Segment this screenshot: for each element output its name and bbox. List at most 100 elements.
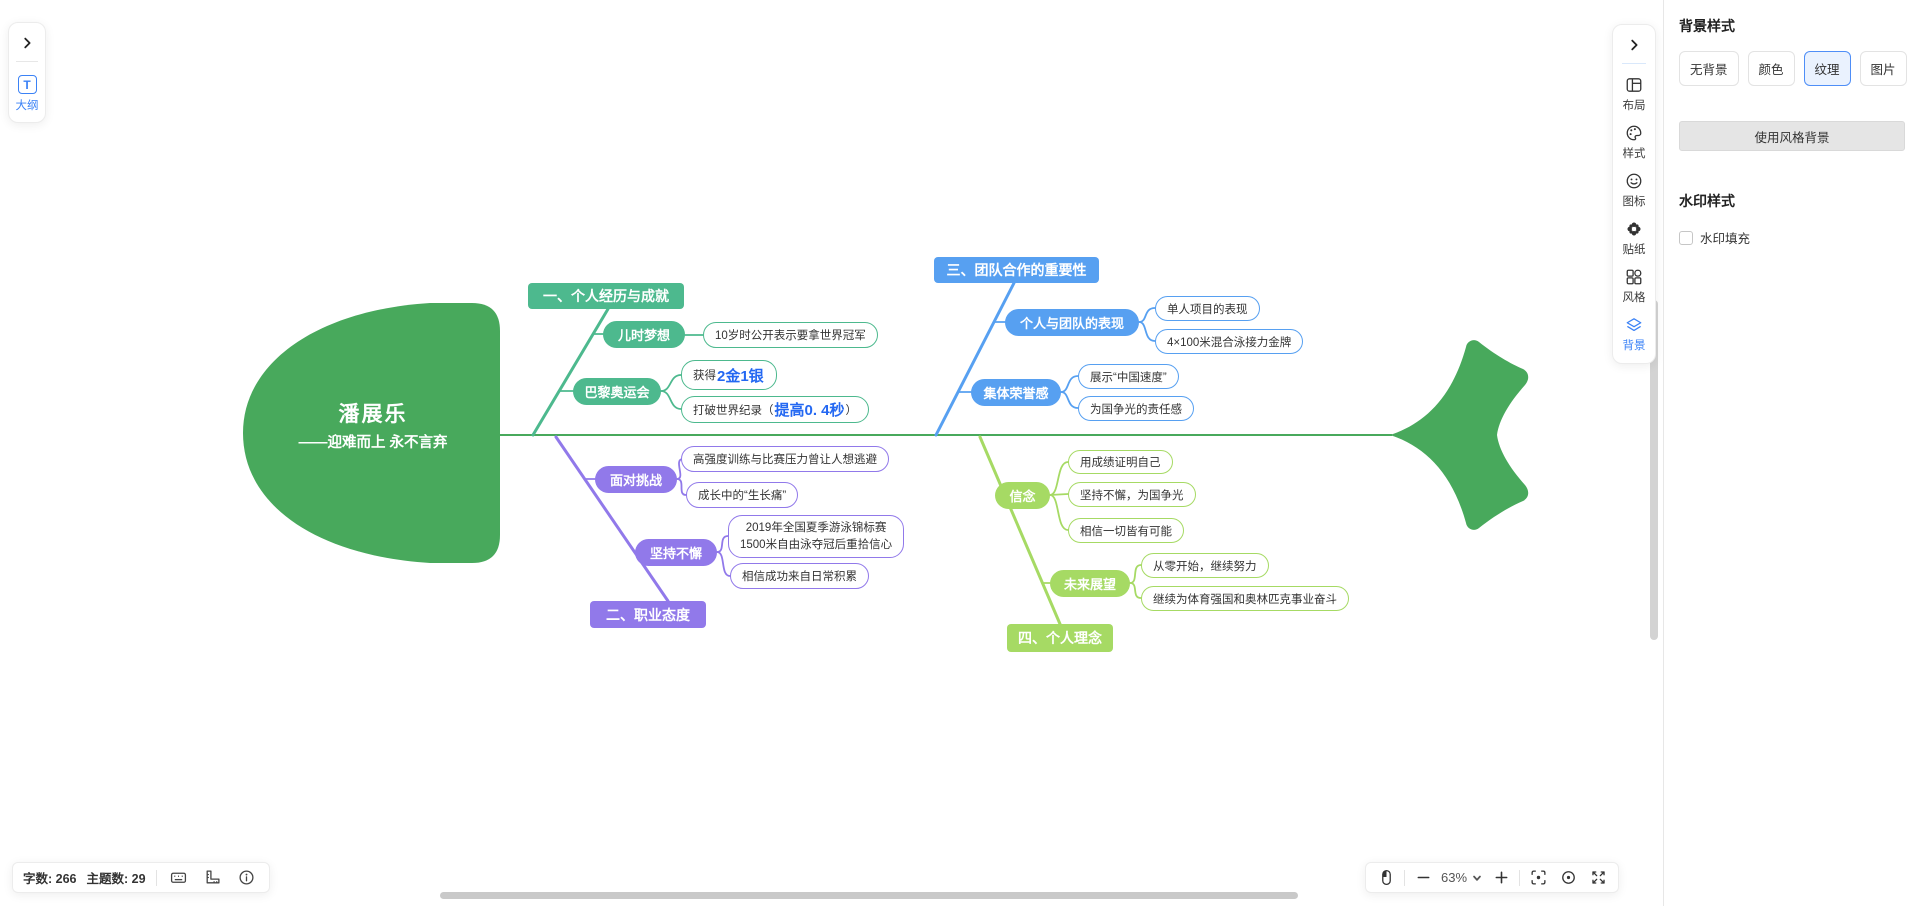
- leaf-node[interactable]: 高强度训练与比赛压力曾让人想逃避: [681, 446, 889, 472]
- zoom-in-button[interactable]: [1489, 867, 1513, 889]
- sub-topic[interactable]: 儿时梦想: [603, 321, 685, 348]
- theme-grid-icon: [1625, 268, 1643, 286]
- leaf-node[interactable]: 2019年全国夏季游泳锦标赛 1500米自由泳夺冠后重拾信心: [728, 515, 905, 558]
- branch-rib: [554, 435, 670, 603]
- mouse-mode-button[interactable]: [1374, 867, 1398, 889]
- center-topic-title: 潘展乐: [338, 403, 408, 426]
- sub-topic[interactable]: 个人与团队的表现: [1005, 309, 1139, 336]
- divider: [1404, 869, 1405, 886]
- sub-topic[interactable]: 集体荣誉感: [971, 379, 1061, 406]
- ruler-icon: [204, 869, 221, 886]
- palette-icon: [1625, 124, 1643, 142]
- fishbone-skeleton: [243, 281, 1529, 626]
- info-button[interactable]: [235, 867, 259, 889]
- leaf-node[interactable]: 坚持不懈，为国争光: [1068, 482, 1196, 507]
- leaf-node[interactable]: 打破世界纪录（提高0. 4秒）: [681, 396, 870, 423]
- right-toolbar: 布局 样式 图标: [1612, 24, 1656, 364]
- branch-header[interactable]: 一、个人经历与成就: [528, 283, 684, 309]
- zoom-out-button[interactable]: [1411, 867, 1435, 889]
- watermark-fill-checkbox[interactable]: [1679, 230, 1693, 245]
- topic-count: 主题数: 29: [86, 872, 146, 886]
- toolbar-item-label: 背景: [1622, 340, 1646, 352]
- mouse-icon: [1378, 869, 1395, 886]
- branch-1-lines: [531, 307, 704, 437]
- minus-icon: [1416, 870, 1431, 885]
- toolbar-item-stickers[interactable]: 贴纸: [1623, 220, 1646, 257]
- leaf-node[interactable]: 4×100米混合泳接力金牌: [1155, 329, 1304, 354]
- branch-4-lines: [978, 435, 1142, 626]
- layout-icon: [1625, 76, 1643, 94]
- leaf-node[interactable]: 相信成功来自日常积累: [730, 563, 869, 589]
- collapse-panel-button[interactable]: [13, 30, 41, 56]
- leaf-text: 获得: [693, 370, 716, 382]
- fish-body: [243, 303, 1529, 563]
- toolbar-item-layout[interactable]: 布局: [1623, 76, 1646, 113]
- leaf-node[interactable]: 单人项目的表现: [1155, 296, 1260, 321]
- fit-to-screen-button[interactable]: [1526, 867, 1550, 889]
- flower-sticker-icon: [1627, 222, 1641, 236]
- toolbar-item-background[interactable]: 背景: [1623, 316, 1646, 353]
- watermark-fill-label: 水印填充: [1700, 232, 1751, 246]
- toolbar-item-label: 样式: [1622, 148, 1646, 160]
- leaf-node[interactable]: 用成绩证明自己: [1068, 450, 1173, 474]
- branch-header[interactable]: 三、团队合作的重要性: [934, 257, 1099, 283]
- center-topic[interactable]: 潘展乐 ——迎难而上 永不言弃: [250, 398, 496, 452]
- toolbar-item-style[interactable]: 样式: [1623, 124, 1646, 161]
- use-style-background-button[interactable]: 使用风格背景: [1679, 121, 1905, 151]
- toolbar-item-theme[interactable]: 风格: [1623, 268, 1646, 305]
- zoom-level-dropdown[interactable]: 63%: [1441, 870, 1483, 885]
- status-bar: 字数: 266 主题数: 29: [12, 862, 270, 893]
- background-settings-panel: 背景样式 无背景 颜色 纹理 图片 使用风格背景 水印样式 水印填充: [1663, 0, 1920, 906]
- leaf-node[interactable]: 10岁时公开表示要拿世界冠军: [703, 322, 878, 348]
- leaf-node[interactable]: 为国争光的责任感: [1078, 396, 1194, 421]
- outline-T-icon: T: [17, 75, 37, 94]
- fullscreen-button[interactable]: [1586, 867, 1610, 889]
- outline-button[interactable]: T 大纲: [16, 75, 39, 113]
- sub-topic[interactable]: 未来展望: [1050, 570, 1130, 597]
- divider: [16, 61, 38, 62]
- branch-3-lines: [934, 281, 1156, 437]
- sub-topic[interactable]: 巴黎奥运会: [573, 378, 661, 405]
- bg-option-none[interactable]: 无背景: [1679, 51, 1739, 86]
- branch-header[interactable]: 二、职业态度: [590, 601, 706, 628]
- vertical-scrollbar[interactable]: [1650, 300, 1658, 640]
- leaf-highlight-text: 2金1银: [717, 367, 764, 385]
- fullscreen-expand-icon: [1590, 869, 1607, 886]
- sub-topic[interactable]: 坚持不懈: [635, 539, 717, 566]
- leaf-node[interactable]: 成长中的“生长痛”: [686, 482, 799, 508]
- sub-topic[interactable]: 信念: [995, 482, 1050, 509]
- bg-option-image[interactable]: 图片: [1859, 51, 1907, 86]
- zoom-controls: 63%: [1365, 862, 1620, 893]
- word-count: 字数: 266: [23, 872, 77, 886]
- horizontal-scrollbar[interactable]: [440, 892, 1298, 899]
- leaf-node[interactable]: 从零开始，继续努力: [1141, 553, 1269, 578]
- branch-rib: [531, 307, 610, 437]
- mindmap-canvas[interactable]: 潘展乐 ——迎难而上 永不言弃 一、个人经历与成就 儿时梦想 10岁时公开表示要…: [0, 0, 1663, 906]
- divider: [155, 869, 157, 886]
- leaf-node[interactable]: 继续为体育强国和奥林匹克事业奋斗: [1141, 586, 1349, 611]
- fish-head-shape[interactable]: [243, 303, 500, 563]
- fit-screen-icon: [1530, 869, 1547, 886]
- bg-option-texture[interactable]: 纹理: [1803, 51, 1851, 86]
- leaf-text: ）: [845, 404, 858, 417]
- leaf-text: 打破世界纪录（: [693, 404, 774, 417]
- leaf-node[interactable]: 相信一切皆有可能: [1068, 518, 1184, 543]
- leaf-node[interactable]: 展示“中国速度”: [1078, 364, 1179, 389]
- divider: [1519, 869, 1521, 886]
- outline-panel: T 大纲: [8, 22, 46, 123]
- fish-tail-shape: [1390, 340, 1529, 530]
- sub-topic[interactable]: 面对挑战: [595, 466, 677, 493]
- chevron-down-icon: [1471, 872, 1483, 884]
- branch-rib: [934, 281, 1016, 437]
- background-option-group: 无背景 颜色 纹理 图片: [1679, 51, 1907, 86]
- branch-header[interactable]: 四、个人理念: [1007, 624, 1113, 652]
- bg-option-color[interactable]: 颜色: [1747, 51, 1795, 86]
- divider: [1622, 63, 1646, 64]
- collapse-sidebar-button[interactable]: [1620, 32, 1648, 58]
- shortcut-keyboard-button[interactable]: [167, 867, 191, 889]
- background-style-title: 背景样式: [1679, 18, 1735, 34]
- locate-center-button[interactable]: [1556, 867, 1580, 889]
- toolbar-item-icons[interactable]: 图标: [1623, 172, 1646, 209]
- ruler-button[interactable]: [201, 867, 225, 889]
